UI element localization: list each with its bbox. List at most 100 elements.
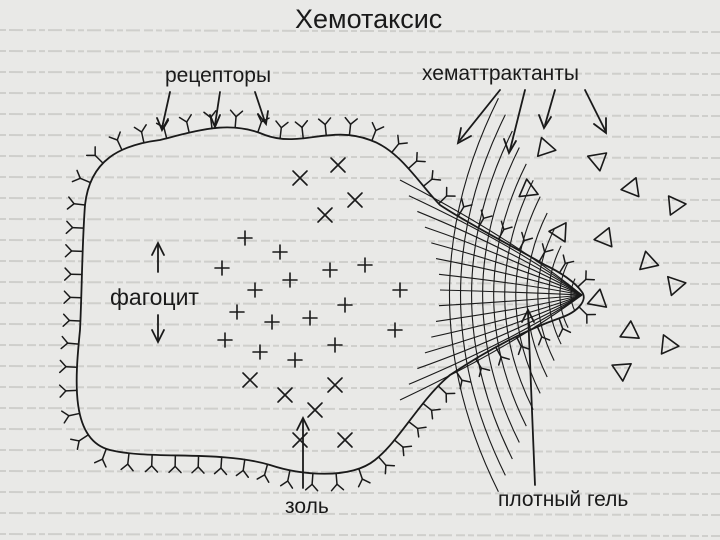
receptor-arm	[62, 337, 67, 344]
receptor	[306, 473, 318, 490]
receptor-arm	[62, 411, 69, 416]
receptor-stem	[187, 122, 189, 133]
receptor-arm	[180, 117, 187, 121]
plus-mark	[323, 263, 337, 277]
receptor-stem	[394, 440, 402, 447]
receptor-arm	[77, 441, 79, 449]
receptor-arm	[484, 216, 492, 218]
receptors-label: рецепторы	[165, 64, 271, 88]
receptor	[145, 455, 157, 472]
receptor-arm	[66, 228, 72, 234]
receptor-arm	[432, 179, 440, 180]
sol-plus-marks	[215, 158, 407, 447]
receptor-arm	[403, 447, 404, 455]
chemoattractant-triangle	[588, 153, 607, 171]
receptor	[62, 411, 80, 423]
cross-mark	[328, 378, 342, 392]
plus-mark	[338, 298, 352, 312]
receptor-arm	[372, 123, 375, 131]
bleed-line	[0, 240, 720, 242]
plus-mark	[393, 283, 407, 297]
dense-gel-arrow	[522, 310, 535, 485]
background-bleed-text	[0, 30, 720, 536]
receptor-stem	[409, 161, 417, 168]
chemoattractant-triangle	[538, 138, 556, 157]
receptor-arm	[386, 465, 394, 466]
receptor-arm	[398, 135, 399, 143]
phagocyte-arrow-up	[152, 243, 164, 272]
bleed-line	[0, 114, 720, 116]
cross-mark	[278, 388, 292, 402]
receptor-stem	[164, 128, 167, 139]
receptor-stem	[265, 464, 268, 475]
chemoattractants-label: хематтрактанты	[422, 62, 579, 86]
receptor-stem	[409, 422, 418, 429]
receptor-stem	[73, 228, 84, 229]
receptor-stem	[243, 460, 245, 471]
receptor-stem	[312, 473, 313, 484]
cross-mark	[308, 403, 322, 417]
receptor	[71, 435, 88, 449]
receptor-stem	[128, 453, 129, 464]
receptor-arm	[288, 481, 293, 488]
receptor-arm	[231, 110, 236, 116]
receptor-stem	[74, 204, 85, 205]
receptor-stem	[66, 367, 77, 368]
receptor-arm	[142, 125, 147, 132]
receptor	[392, 135, 407, 152]
receptor-stem	[379, 457, 386, 465]
receptor-arm	[64, 416, 69, 423]
phagocyte-arrow-down	[152, 315, 164, 342]
gel-arc	[516, 197, 540, 394]
chemoattractant-triangle	[621, 178, 639, 197]
receptor	[281, 470, 293, 488]
receptor-stem	[438, 386, 446, 394]
dense-gel-label: плотный гель	[498, 488, 628, 512]
receptor-stem	[69, 413, 80, 415]
chemoattractants-arrow	[585, 90, 606, 133]
receptor-stem	[349, 124, 350, 135]
bleed-line	[0, 219, 720, 221]
receptor-arm	[257, 475, 264, 479]
gel-arc	[494, 164, 527, 426]
receptor-stem	[280, 128, 281, 139]
receptor-arm	[518, 346, 521, 354]
receptor-stem	[559, 318, 563, 328]
receptor-arm	[302, 121, 307, 128]
chemoattractants-arrow	[539, 90, 555, 128]
receptor	[169, 455, 181, 472]
plus-mark	[283, 273, 297, 287]
receptor-arm	[351, 119, 358, 124]
receptor	[409, 153, 426, 169]
receptor	[66, 221, 83, 233]
receptor-arm	[65, 274, 71, 280]
plus-mark	[215, 261, 229, 275]
receptor	[65, 245, 82, 257]
receptor	[539, 244, 553, 262]
plus-mark	[238, 231, 252, 245]
cross-mark	[293, 433, 307, 447]
receptor	[60, 360, 77, 372]
plus-mark	[288, 353, 302, 367]
bleed-line	[0, 198, 720, 200]
plus-mark	[265, 315, 279, 329]
receptor-stem	[325, 125, 326, 136]
receptor-arm	[332, 484, 337, 490]
phagocyte-label: фагоцит	[110, 284, 199, 311]
chemoattractant-triangle	[668, 277, 686, 296]
chemoattractant-triangle	[594, 228, 612, 247]
gel-fiber	[409, 196, 582, 295]
receptor-arm	[481, 368, 489, 370]
receptor	[61, 337, 78, 349]
chemoattractant-triangle	[549, 223, 566, 242]
receptor-arm	[359, 479, 363, 487]
bleed-line	[0, 345, 720, 347]
receptor	[236, 460, 248, 478]
receptor-arm	[109, 137, 117, 140]
receptor-arm	[399, 143, 407, 144]
cross-mark	[243, 373, 257, 387]
receptor-arm	[60, 367, 66, 373]
bleed-line	[0, 429, 720, 431]
bleed-line	[0, 534, 720, 536]
receptor	[423, 403, 440, 418]
